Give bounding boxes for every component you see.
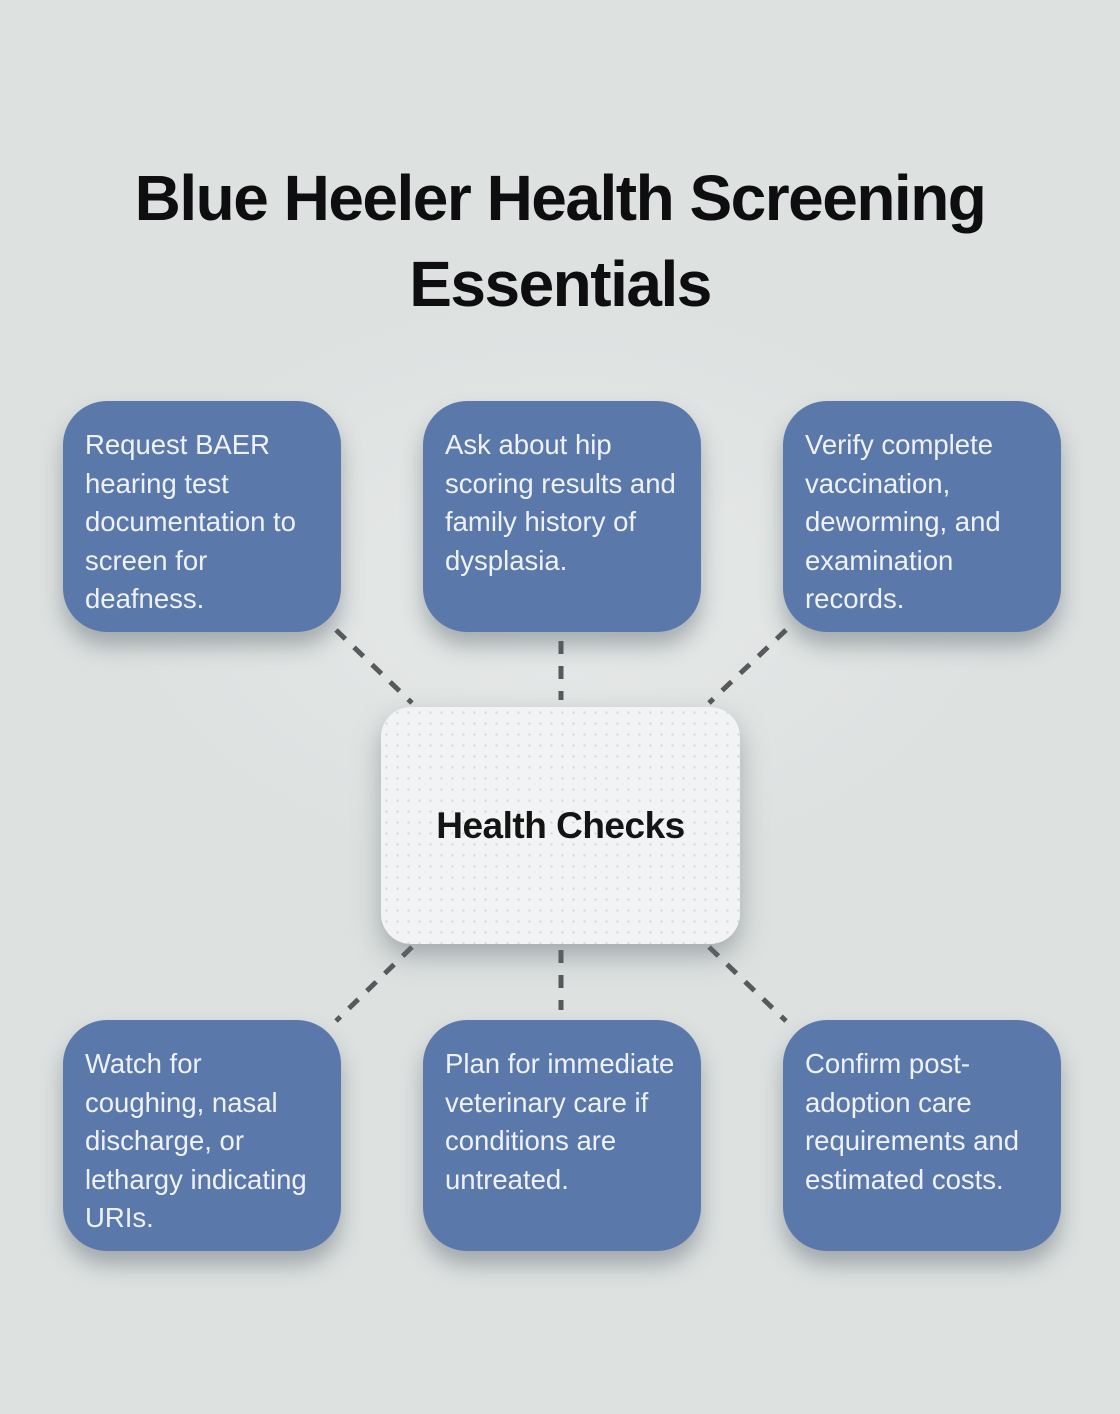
- center-node: Health Checks: [381, 707, 740, 944]
- node-bottom-left: Watch for coughing, nasal discharge, or …: [63, 1020, 341, 1251]
- page-title: Blue Heeler Health Screening Essentials: [134, 161, 987, 320]
- node-bottom-left-text: Watch for coughing, nasal discharge, or …: [85, 1048, 307, 1233]
- center-node-label: Health Checks: [436, 804, 685, 846]
- node-bottom-center-text: Plan for immediate veterinary care if co…: [445, 1048, 675, 1195]
- node-bottom-center: Plan for immediate veterinary care if co…: [423, 1020, 701, 1251]
- node-top-left: Request BAER hearing test documentation …: [63, 401, 341, 632]
- connector-top-right: [707, 628, 788, 705]
- node-top-center-text: Ask about hip scoring results and family…: [445, 429, 676, 576]
- connector-top-left: [334, 628, 414, 705]
- node-top-left-text: Request BAER hearing test documentation …: [85, 429, 296, 614]
- node-top-center: Ask about hip scoring results and family…: [423, 401, 701, 632]
- connector-bottom-left: [334, 945, 414, 1023]
- connector-bottom-right: [707, 945, 788, 1023]
- node-top-right-text: Verify complete vaccination, deworming, …: [805, 429, 1001, 614]
- node-bottom-right-text: Confirm post-adoption care requirements …: [805, 1048, 1020, 1195]
- node-top-right: Verify complete vaccination, deworming, …: [783, 401, 1061, 632]
- node-bottom-right: Confirm post-adoption care requirements …: [783, 1020, 1061, 1251]
